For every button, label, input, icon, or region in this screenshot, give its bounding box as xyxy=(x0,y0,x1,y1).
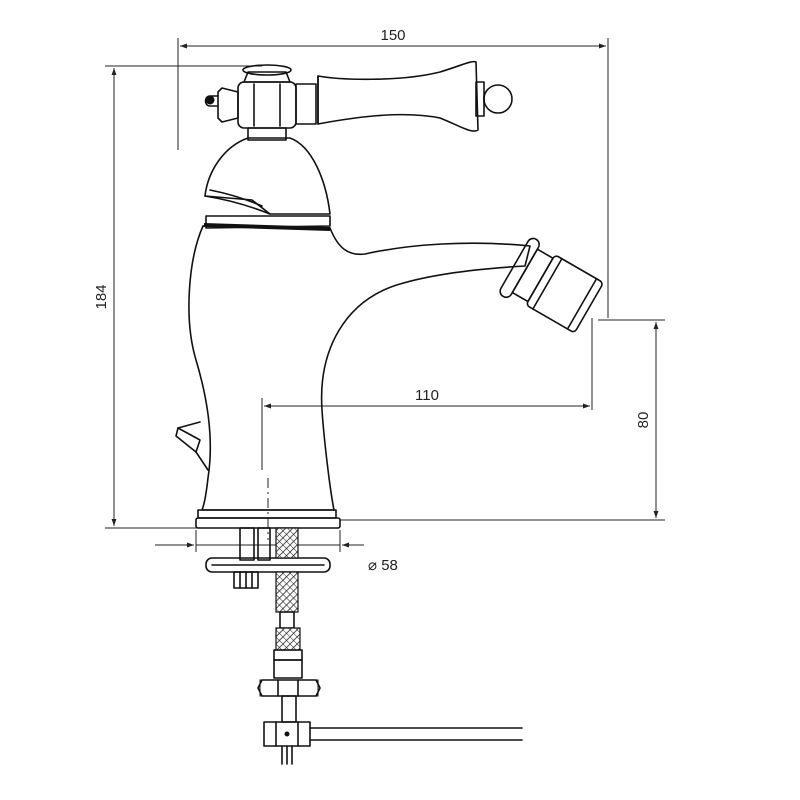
faucet-body xyxy=(188,215,531,511)
lever-handle[interactable] xyxy=(317,60,513,132)
dimension-label-height: 184 xyxy=(93,284,110,309)
spray-nozzle xyxy=(499,237,603,333)
handle-bell-cover xyxy=(204,137,331,215)
dimension-label-width: 150 xyxy=(380,27,405,44)
dimension-label-reach: 110 xyxy=(415,387,439,404)
valve-spindle xyxy=(204,64,317,141)
dimension-label-spout-height: 80 xyxy=(635,412,652,429)
tee-fitting xyxy=(263,721,523,765)
dimension-base-diameter: ⌀ 58 xyxy=(155,530,398,574)
dimension-total-height: 184 xyxy=(93,65,262,529)
popup-waste-lever[interactable] xyxy=(175,421,209,471)
mounting-hardware xyxy=(205,527,331,589)
dimension-label-diameter: ⌀ 58 xyxy=(368,557,398,574)
supply-hose xyxy=(257,527,321,723)
dimension-spout-reach: 110 xyxy=(261,318,593,470)
dimension-total-width: 150 xyxy=(177,27,609,318)
dimension-spout-height: 80 xyxy=(340,319,665,521)
